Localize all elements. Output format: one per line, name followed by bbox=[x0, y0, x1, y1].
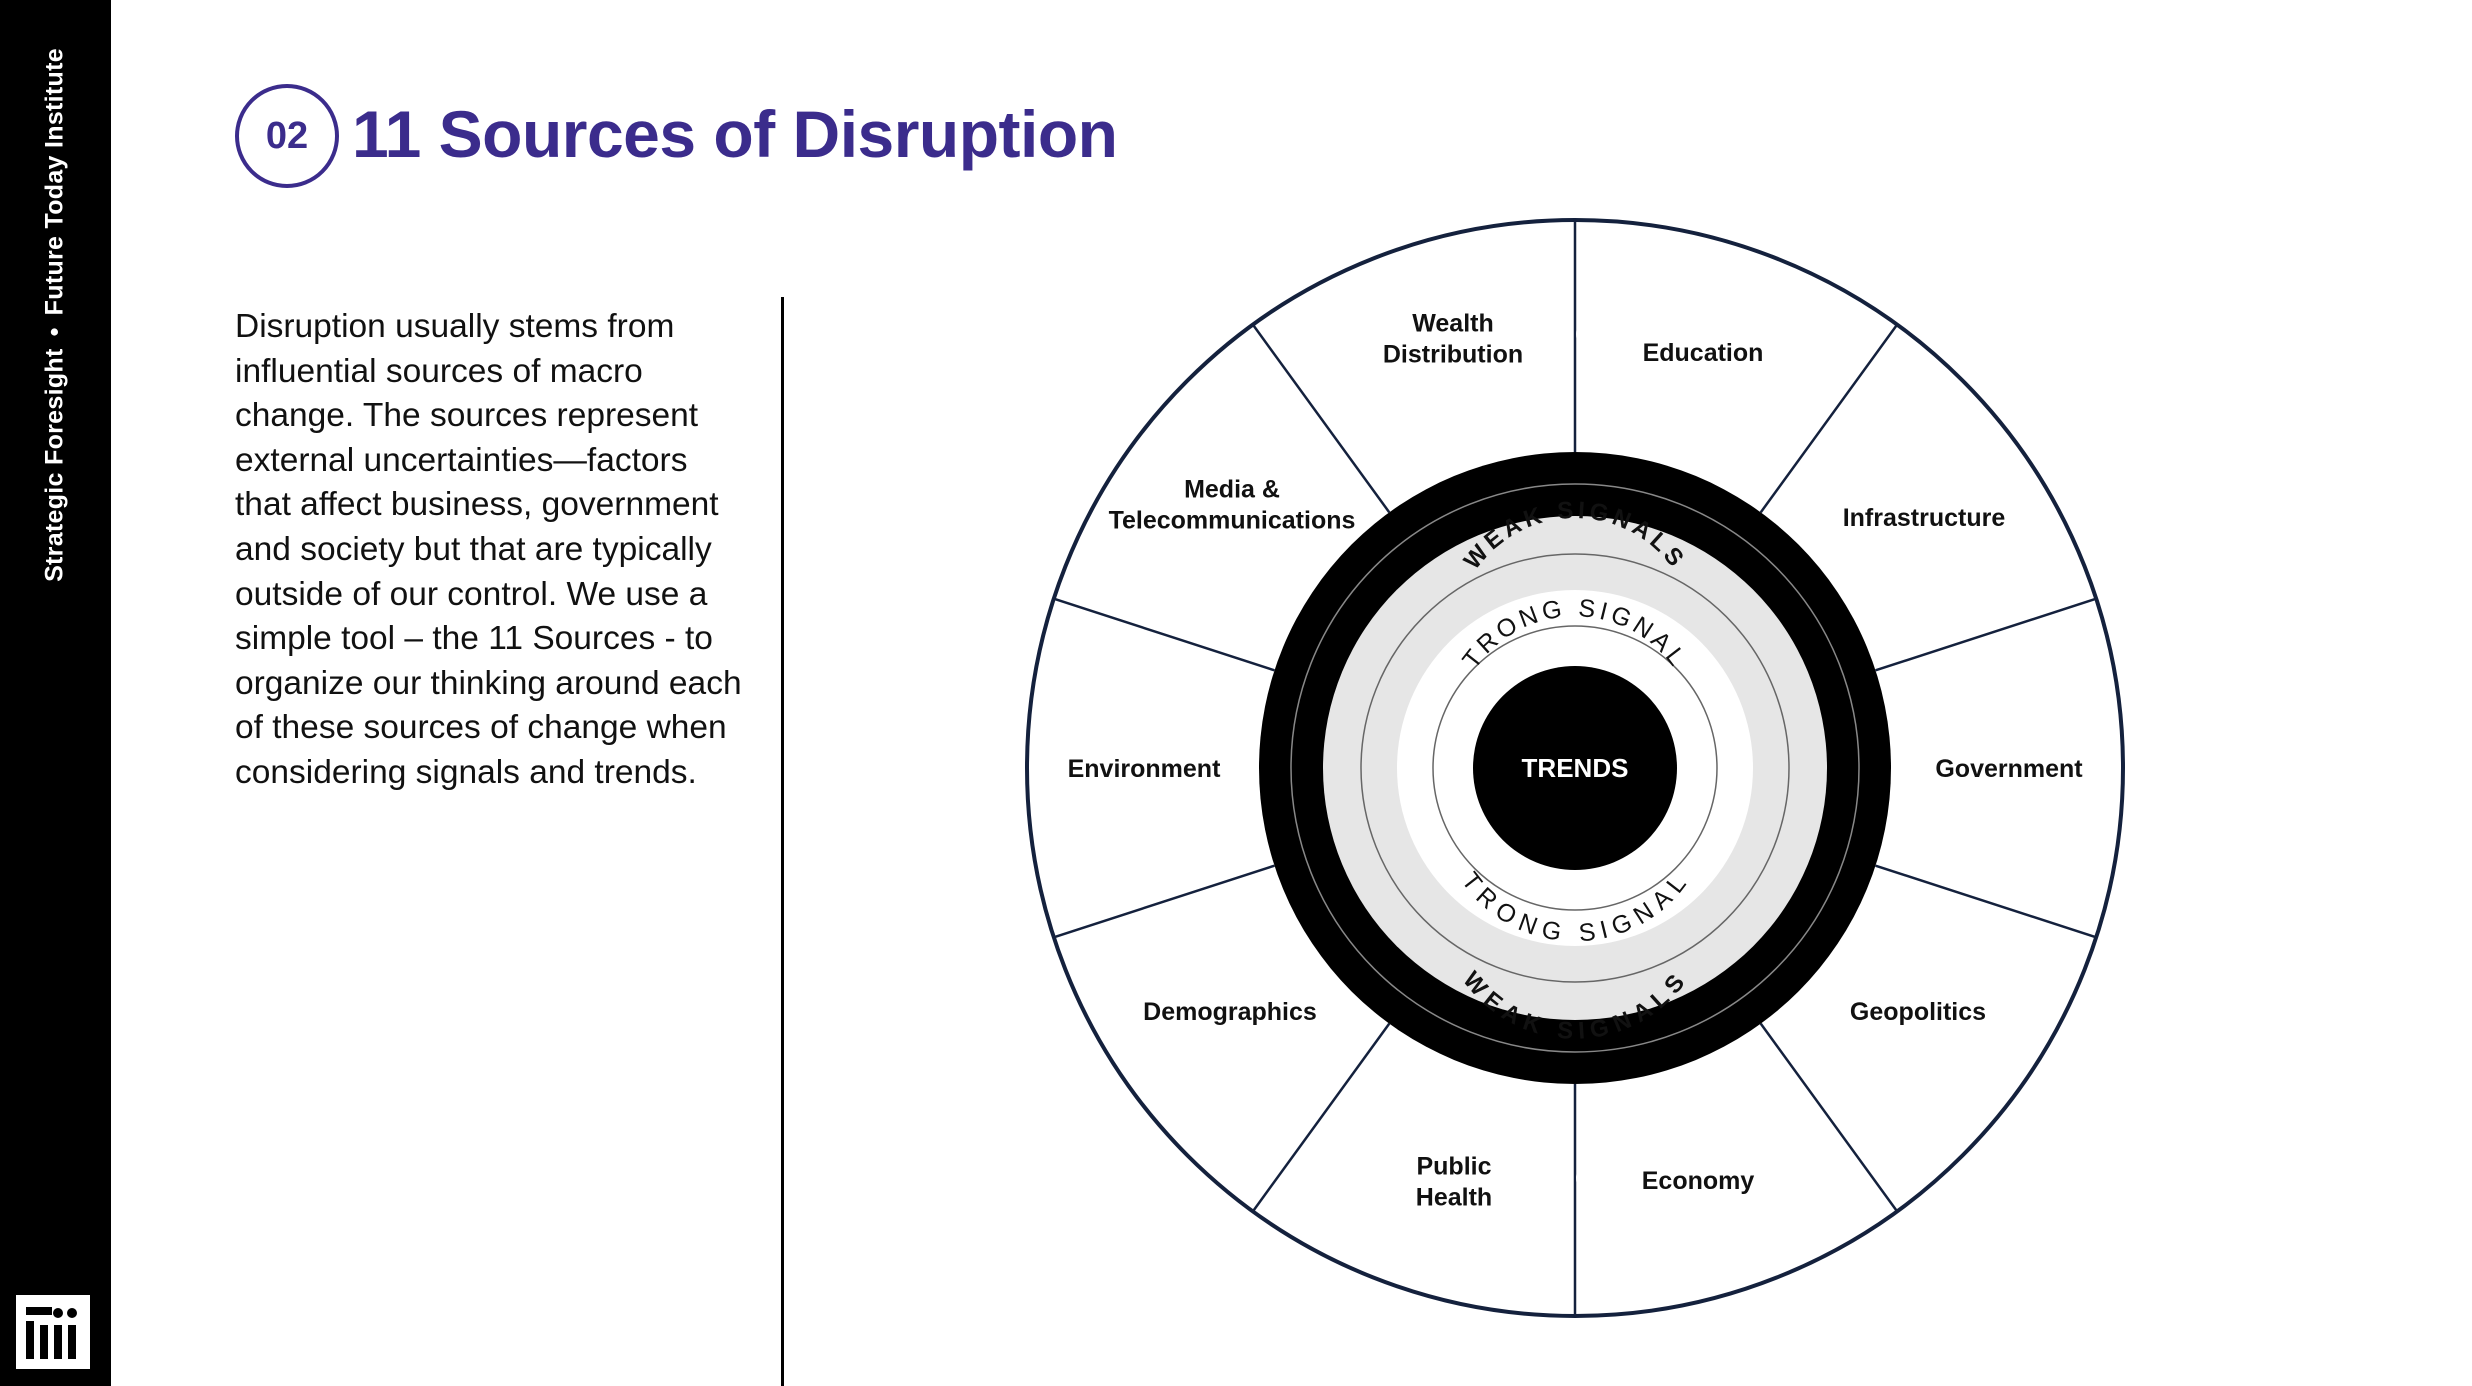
trends-label: TRENDS bbox=[1522, 753, 1629, 783]
section-number-badge: 02 bbox=[235, 84, 339, 188]
source-label: Demographics bbox=[1143, 998, 1317, 1026]
vertical-divider bbox=[781, 297, 784, 1386]
sector-divider bbox=[1053, 597, 1275, 672]
sector-divider bbox=[1251, 323, 1391, 514]
source-label: Environment bbox=[1068, 755, 1221, 783]
technology-ring-inner-line bbox=[1290, 483, 1860, 1053]
sector-divider bbox=[1875, 864, 2097, 939]
sector-divider bbox=[1875, 597, 2097, 672]
intro-paragraph: Disruption usually stems from influentia… bbox=[235, 308, 742, 791]
strong-signals-ring-line bbox=[1432, 625, 1718, 911]
sector-divider bbox=[1759, 323, 1899, 514]
source-label: Government bbox=[1935, 755, 2083, 783]
sector-divider bbox=[1251, 1022, 1391, 1213]
weak-signals-ring-line bbox=[1360, 553, 1790, 983]
page-title: 11 Sources of Disruption bbox=[352, 97, 1118, 171]
trends-core bbox=[1473, 666, 1677, 870]
sidebar: Strategic Foresight•Future Today Institu… bbox=[0, 0, 111, 1386]
source-label: Geopolitics bbox=[1850, 998, 1986, 1026]
sector-divider bbox=[1053, 864, 1275, 939]
source-label: Distribution bbox=[1383, 341, 1523, 369]
source-label: Health bbox=[1416, 1184, 1492, 1212]
source-label: Education bbox=[1643, 339, 1764, 367]
source-label: Wealth bbox=[1412, 310, 1494, 338]
source-label: Infrastructure bbox=[1843, 504, 2006, 532]
source-label: Media & bbox=[1184, 476, 1280, 504]
source-label: Telecommunications bbox=[1109, 507, 1356, 535]
source-label: Economy bbox=[1642, 1167, 1755, 1195]
source-label: Public bbox=[1416, 1153, 1491, 1181]
sector-divider bbox=[1759, 1022, 1899, 1213]
sector-dividers bbox=[1053, 220, 2097, 1316]
fti-logo-icon bbox=[16, 1295, 90, 1369]
